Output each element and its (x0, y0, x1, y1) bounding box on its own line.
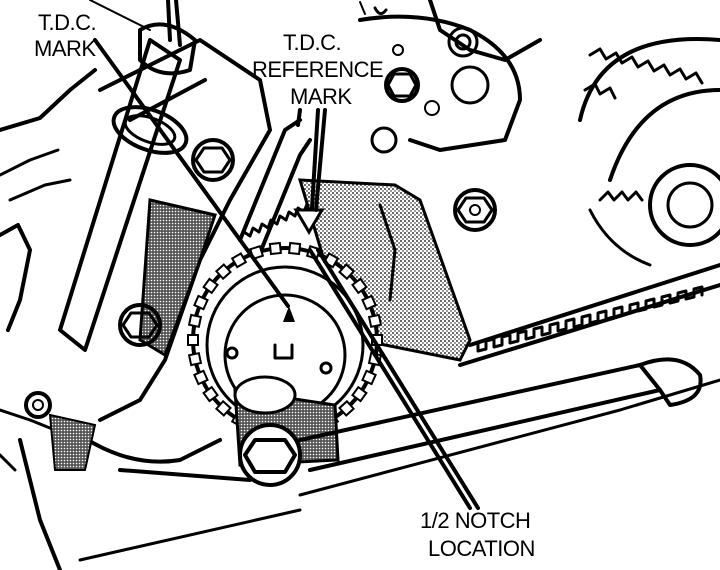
tdc-mark-triangle (283, 306, 295, 322)
notch-label-line1: 1/2 NOTCH (420, 508, 530, 533)
timing-belt (238, 118, 720, 367)
oil-tube (58, 0, 197, 352)
sprocket-tooth (202, 385, 219, 403)
sprocket-tooth (268, 241, 282, 256)
sprocket-tooth (187, 334, 199, 346)
sprocket-tooth (338, 399, 356, 417)
callout-tdc-mark: T.D.C. MARK (34, 10, 97, 61)
sprocket-tooth (202, 277, 219, 295)
callout-half-notch: 1/2 NOTCH LOCATION (420, 508, 535, 561)
tdc-mark-label-line2: MARK (34, 36, 96, 61)
sprocket-tooth (338, 263, 356, 281)
leader-lines (89, 0, 480, 510)
sprocket-tooth (187, 313, 203, 328)
sprocket-tooth (361, 369, 377, 386)
sprocket-tooth (214, 399, 232, 417)
notch-label-line2: LOCATION (428, 536, 535, 561)
sprocket-tooth (193, 369, 209, 386)
sprocket-tooth (367, 313, 383, 328)
callout-tdc-reference: T.D.C. REFERENCE MARK (252, 30, 384, 109)
tdc-reference-triangle (293, 208, 325, 235)
sprocket-tooth (193, 294, 209, 311)
tdc-ref-label-line2: REFERENCE (252, 57, 383, 82)
sprocket-tooth (351, 385, 368, 403)
crank-bolt-assembly (233, 357, 703, 487)
camshaft-sprocket (578, 37, 720, 267)
sprocket-tooth (214, 263, 232, 281)
sprocket-tooth (230, 252, 248, 269)
cover-bolt (453, 188, 497, 232)
sprocket-tooth (361, 294, 377, 311)
sprocket-tooth (288, 241, 302, 256)
left-bolts (24, 138, 235, 419)
bracket-bolt (384, 67, 420, 103)
tdc-ref-label-line1: T.D.C. (283, 30, 341, 55)
tdc-mark-label-line1: T.D.C. (38, 10, 96, 35)
sprocket-tooth (187, 352, 203, 367)
sprocket-tooth (351, 277, 368, 295)
tdc-ref-label-line3: MARK (290, 84, 352, 109)
upper-bracket (358, 0, 542, 154)
